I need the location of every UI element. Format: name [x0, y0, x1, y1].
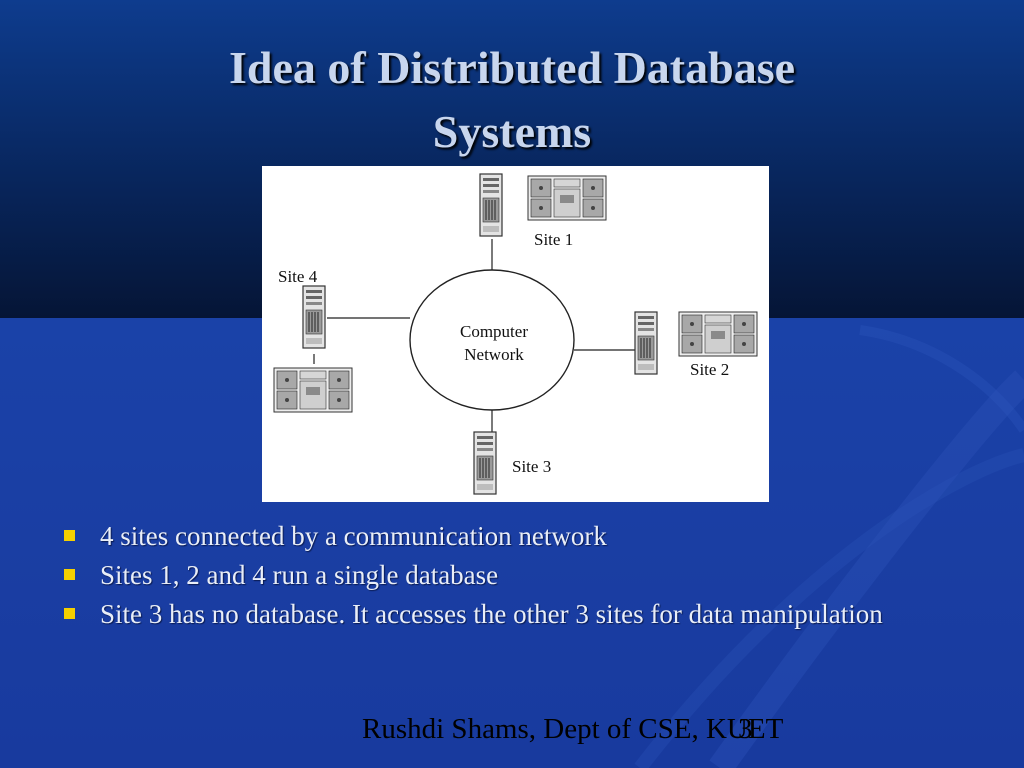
site-2-label: Site 2: [690, 360, 729, 379]
bullet-square-icon: [64, 608, 75, 619]
slide-title-line-2: Systems: [432, 106, 592, 157]
site-3-server-icon: [473, 431, 497, 495]
computer-network-node: [409, 269, 575, 411]
site-2-database-icon: [678, 311, 758, 357]
site-1-label: Site 1: [534, 230, 573, 249]
bullet-square-icon: [64, 530, 75, 541]
site-3-label: Site 3: [512, 457, 551, 476]
bullet-item-3: Site 3 has no database. It accesses the …: [62, 599, 962, 629]
bullet-text-2: Sites 1, 2 and 4 run a single database: [100, 560, 499, 590]
bullet-list: 4 sites connected by a communication net…: [62, 521, 962, 638]
bullet-item-2: Sites 1, 2 and 4 run a single database: [62, 560, 962, 590]
slide-title-line-1: Idea of Distributed Database: [228, 42, 796, 93]
network-diagram: Computer Network Site 1 Site 4 Site 2 Si…: [262, 166, 769, 502]
site-1-server-icon: [479, 173, 503, 237]
network-label-line-1: Computer: [460, 322, 528, 341]
bullet-text-1: 4 sites connected by a communication net…: [100, 521, 607, 551]
bullet-square-icon: [64, 569, 75, 580]
slide-title: Idea of Distributed Database Systems: [0, 36, 1024, 164]
site-2-server-icon: [634, 311, 658, 375]
site-1-database-icon: [527, 175, 607, 221]
slide-footer: Rushdi Shams, Dept of CSE, KUET: [362, 713, 784, 745]
site-4-label: Site 4: [278, 267, 318, 286]
network-label-line-2: Network: [464, 345, 524, 364]
bullet-text-3: Site 3 has no database. It accesses the …: [100, 599, 883, 629]
slide-page-number: 3: [738, 713, 753, 745]
site-4-server-icon: [302, 285, 326, 349]
site-4-database-icon: [273, 367, 353, 413]
bullet-item-1: 4 sites connected by a communication net…: [62, 521, 962, 551]
